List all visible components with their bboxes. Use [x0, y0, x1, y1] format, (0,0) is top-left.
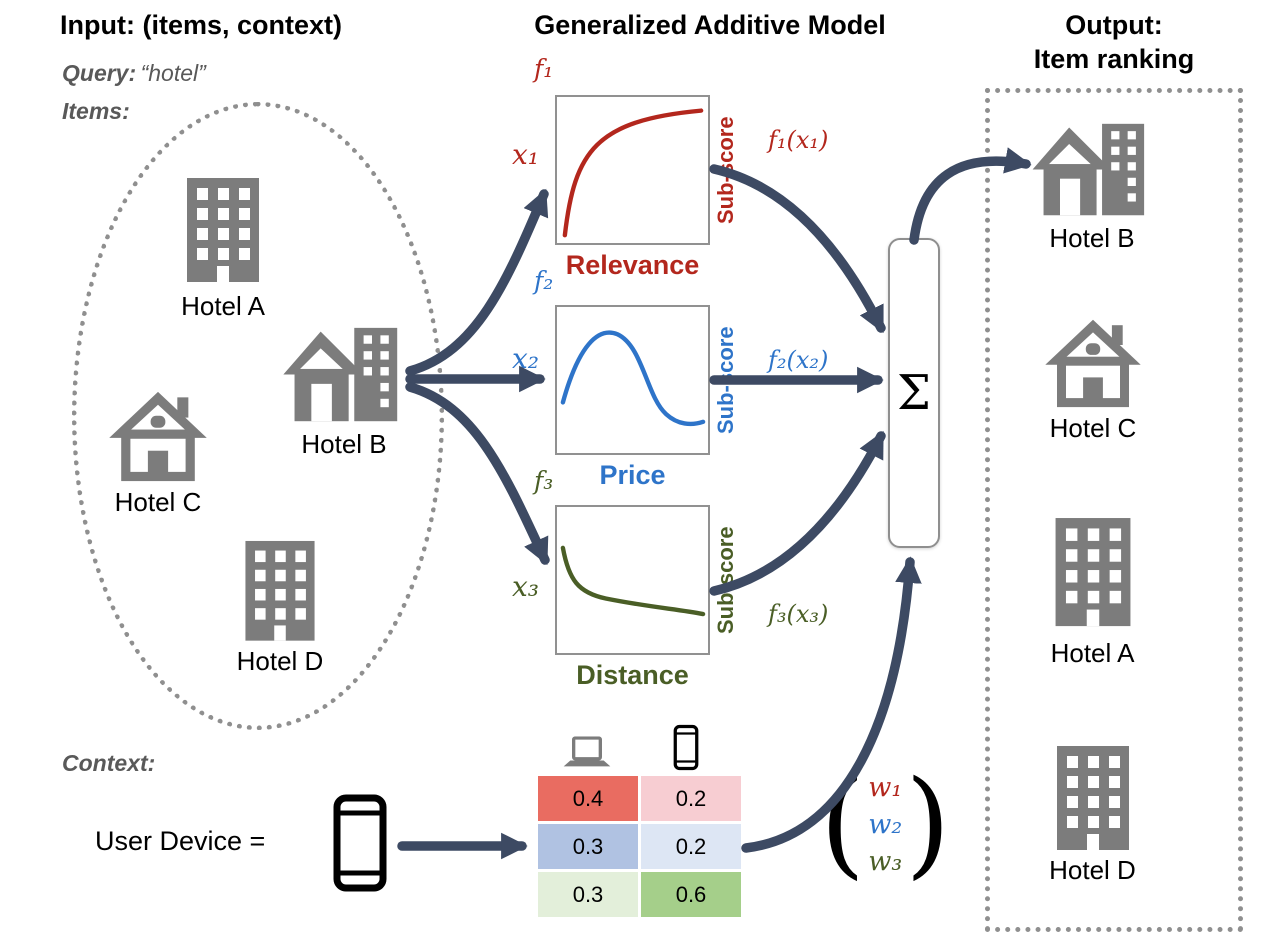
- input-hotel-d: Hotel D: [220, 535, 340, 677]
- output-hotel-d: Hotel D: [1035, 740, 1150, 886]
- house-building-icon: [1031, 122, 1153, 218]
- input-section-title: Input: (items, context): [60, 10, 342, 40]
- weight-cell-r2c1: 0.3: [538, 824, 638, 869]
- f2x2-label: f₂(x₂): [768, 346, 829, 374]
- hotel-label: Hotel C: [114, 487, 202, 517]
- weight-cell-r3c1: 0.3: [538, 872, 638, 917]
- price-function-box: [555, 305, 710, 455]
- feature-label-relevance: Relevance: [565, 250, 700, 280]
- output-hotel-a: Hotel A: [1035, 505, 1150, 669]
- building-icon: [1043, 740, 1143, 850]
- x1-label: x₁: [512, 138, 540, 171]
- x2-label: x₂: [512, 342, 540, 375]
- user-device-label: User Device =: [95, 826, 266, 856]
- feature-label-price: Price: [599, 460, 666, 490]
- hotel-label: Hotel D: [236, 646, 324, 676]
- f3x3-label: f₃(x₃): [768, 600, 829, 628]
- input-hotel-a: Hotel A: [163, 168, 283, 322]
- subscore-axis-label: Sub-score: [713, 326, 738, 434]
- weight-vector-entries: w₁ w₂ w₃: [868, 769, 902, 880]
- house-building-icon: [281, 326, 407, 424]
- output-section-title: Output: Item ranking: [985, 8, 1243, 76]
- weight-cell-r3c2: 0.6: [641, 872, 741, 917]
- context-label: Context:: [62, 750, 156, 776]
- output-title-line2: Item ranking: [1033, 44, 1195, 74]
- weight-cell-r1c2: 0.2: [641, 776, 741, 821]
- distance-function-box: [555, 505, 710, 655]
- laptop-icon: [562, 735, 612, 771]
- output-hotel-c: Hotel C: [1034, 318, 1152, 444]
- hotel-label: Hotel C: [1049, 413, 1137, 443]
- house-icon: [104, 390, 212, 482]
- query-row: Query: “hotel”: [62, 60, 206, 87]
- w1-label: w₁: [868, 771, 903, 803]
- weight-cell-r1c1: 0.4: [538, 776, 638, 821]
- w3-label: w₃: [868, 845, 903, 877]
- items-label: Items:: [62, 98, 130, 124]
- relevance-function-box: [555, 95, 710, 245]
- query-value: “hotel”: [140, 60, 206, 86]
- paren-close: ): [905, 756, 951, 891]
- f2-label: f₂: [534, 266, 554, 295]
- query-label: Query:: [62, 60, 137, 86]
- w2-label: w₂: [868, 808, 903, 840]
- subscore-axis-label: Sub-score: [713, 526, 738, 634]
- hotel-label: Hotel A: [181, 291, 265, 321]
- feature-label-distance: Distance: [576, 660, 689, 690]
- f1x1-label: f₁(x₁): [768, 126, 829, 154]
- subscore-axis-label: Sub-score: [713, 116, 738, 224]
- phone-icon: [330, 793, 390, 893]
- distance-curve: [560, 545, 706, 617]
- phone-icon: [672, 724, 700, 771]
- f3-label: f₃: [534, 466, 554, 495]
- weight-vector: ( w₁ w₂ w₃ ): [820, 766, 950, 882]
- building-icon: [1041, 505, 1145, 633]
- output-hotel-b: Hotel B: [1028, 122, 1156, 254]
- output-title-line1: Output:: [1065, 10, 1163, 40]
- paren-open: (: [820, 756, 866, 891]
- output-ranking-box: [985, 88, 1243, 932]
- sum-box: Σ: [888, 238, 940, 548]
- input-hotel-b: Hotel B: [280, 326, 408, 460]
- sigma-symbol: Σ: [897, 365, 931, 421]
- hotel-label: Hotel A: [1050, 638, 1135, 668]
- building-icon: [173, 168, 273, 286]
- house-icon: [1040, 318, 1146, 408]
- x3-label: x₃: [512, 570, 540, 603]
- f1-label: f₁: [534, 54, 554, 83]
- model-section-title: Generalized Additive Model: [534, 10, 886, 40]
- relevance-curve: [562, 108, 704, 238]
- hotel-label: Hotel B: [301, 429, 387, 459]
- weight-table: 0.4 0.2 0.3 0.2 0.3 0.6: [538, 776, 741, 917]
- price-curve: [560, 330, 706, 427]
- input-hotel-c: Hotel C: [98, 390, 218, 518]
- building-icon: [232, 535, 328, 641]
- hotel-label: Hotel D: [1049, 855, 1136, 885]
- weight-cell-r2c2: 0.2: [641, 824, 741, 869]
- hotel-label: Hotel B: [1049, 223, 1135, 253]
